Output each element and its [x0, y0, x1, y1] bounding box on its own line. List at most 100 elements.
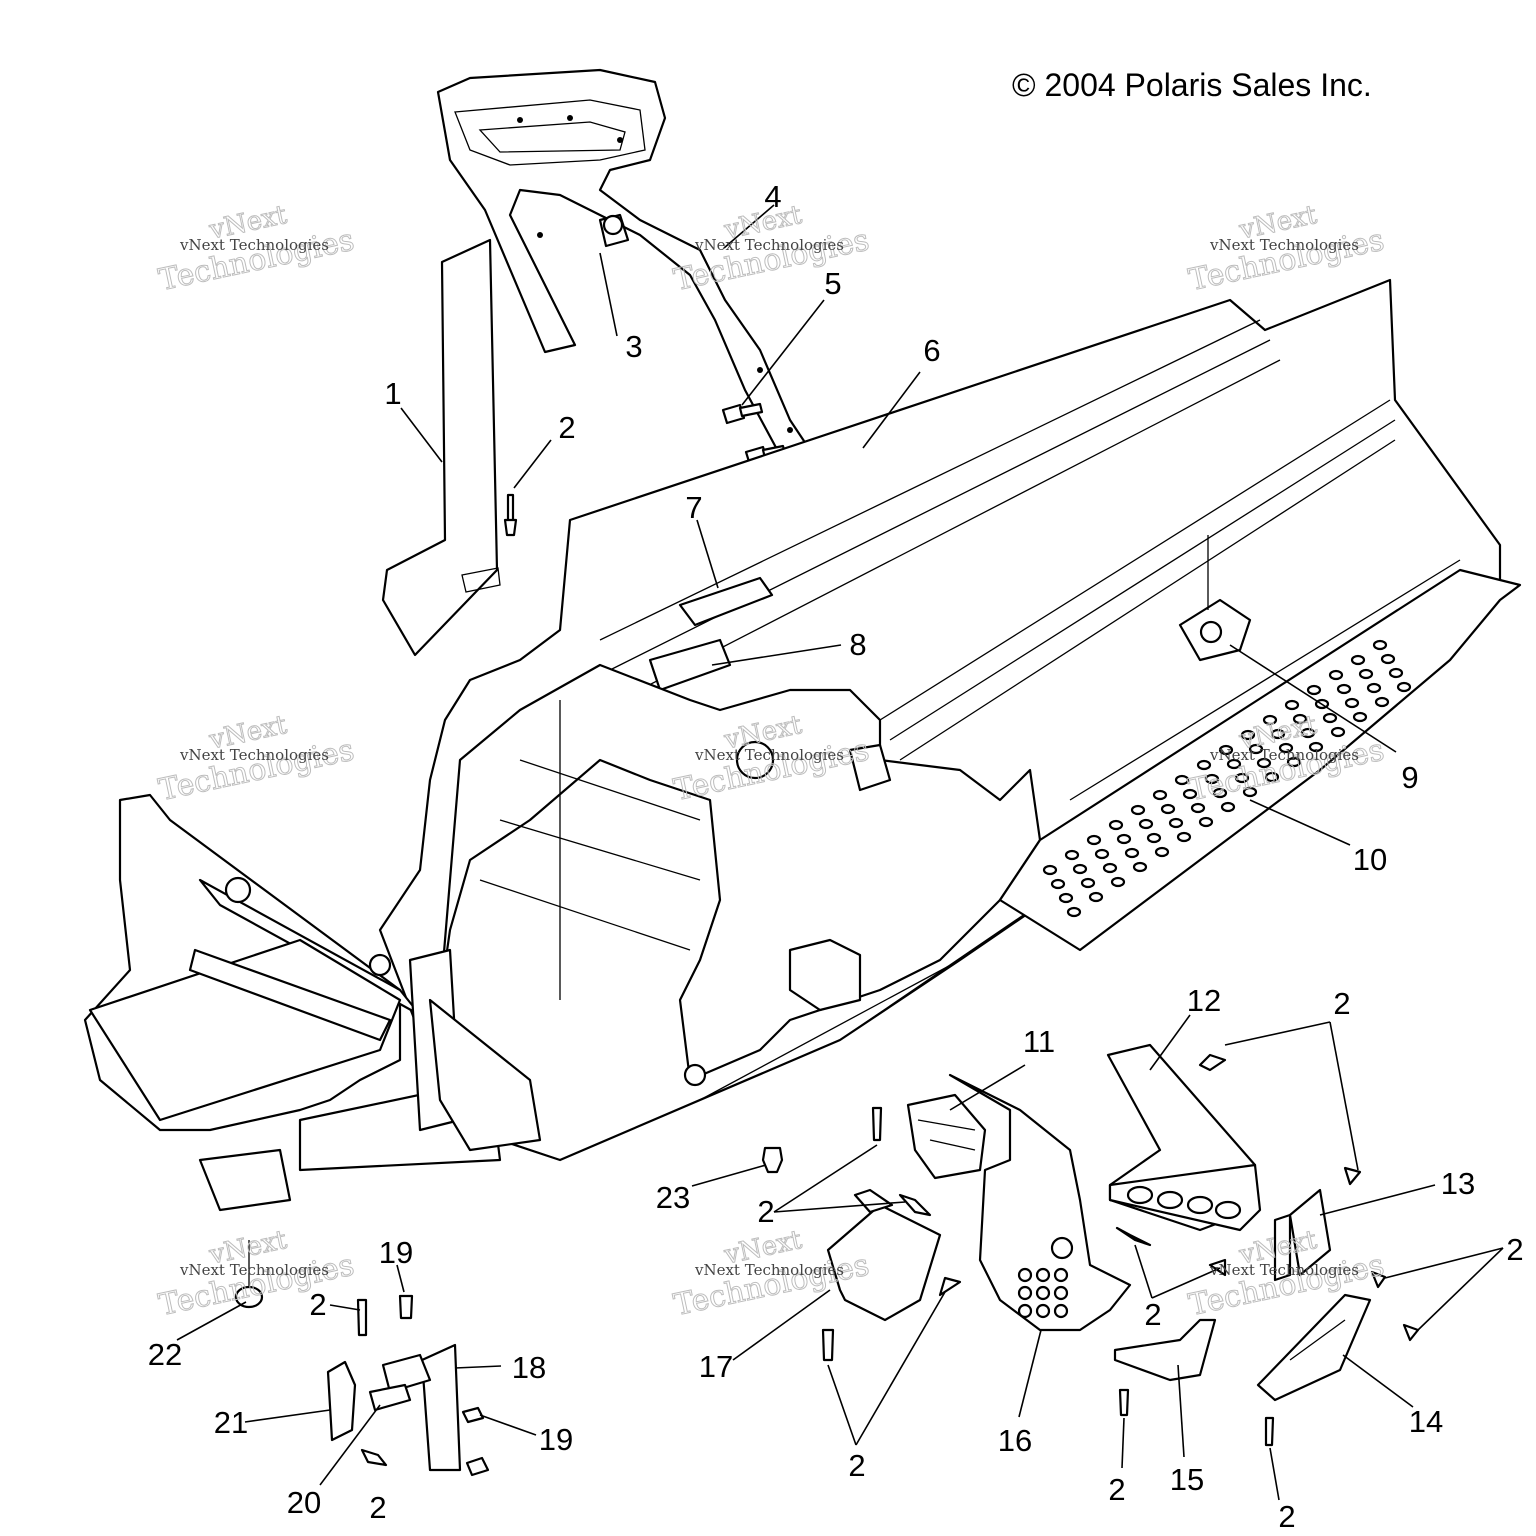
bracket-15 — [1113, 1318, 1217, 1382]
watermark-small: vNext Technologies — [1209, 1261, 1359, 1279]
board-hole — [1132, 861, 1148, 873]
board-hole — [1196, 759, 1212, 771]
bulkhead — [438, 663, 1042, 1087]
watermark-small: vNext Technologies — [694, 746, 844, 764]
watermark-small: vNext Technologies — [179, 236, 329, 254]
board-hole — [1058, 892, 1074, 904]
callout-2b: 2 — [1333, 986, 1350, 1021]
callout-17: 17 — [699, 1349, 733, 1384]
board-hole — [1336, 683, 1352, 695]
front-frame — [83, 793, 542, 1212]
board-hole — [1174, 774, 1190, 786]
board-hole — [1102, 862, 1118, 874]
callout-13: 13 — [1441, 1166, 1475, 1201]
callout-19a: 19 — [379, 1235, 413, 1270]
board-hole — [1308, 741, 1324, 753]
board-hole — [1306, 684, 1322, 696]
screw-2a — [503, 493, 518, 537]
board-hole — [1344, 697, 1360, 709]
callout-16: 16 — [998, 1423, 1032, 1458]
grommet-3 — [598, 213, 630, 248]
board-hole — [1042, 864, 1058, 876]
callout-22: 22 — [148, 1337, 182, 1372]
callout-labels: 1 2 3 4 5 6 7 8 9 10 11 12 13 14 15 16 1… — [148, 179, 1524, 1534]
callout-6: 6 — [923, 333, 940, 368]
callout-2j: 2 — [369, 1490, 386, 1525]
board-hole — [1130, 804, 1146, 816]
callout-10: 10 — [1353, 842, 1387, 877]
board-hole — [1284, 699, 1300, 711]
board-hole — [1286, 756, 1302, 768]
board-hole — [1278, 742, 1294, 754]
bracket-17 — [826, 1188, 942, 1322]
plate-hole — [1017, 1285, 1033, 1301]
board-hole — [1124, 847, 1140, 859]
callout-2d: 2 — [1506, 1232, 1523, 1267]
callout-23: 23 — [656, 1180, 690, 1215]
board-hole — [1198, 816, 1214, 828]
callout-21: 21 — [214, 1405, 248, 1440]
board-hole — [1300, 727, 1316, 739]
board-hole — [1160, 803, 1176, 815]
board-hole — [1176, 831, 1192, 843]
board-hole — [1328, 669, 1344, 681]
board-hole — [1396, 681, 1412, 693]
callout-2e: 2 — [1144, 1297, 1161, 1332]
board-hole — [1240, 729, 1256, 741]
shield-12 — [1106, 1043, 1262, 1232]
callout-8: 8 — [849, 627, 866, 662]
callout-11: 11 — [1023, 1024, 1055, 1059]
callout-18: 18 — [512, 1350, 546, 1385]
board-hole — [1352, 711, 1368, 723]
board-hole — [1330, 726, 1346, 738]
board-hole — [1234, 772, 1250, 784]
board-hole — [1226, 758, 1242, 770]
board-hole — [1366, 682, 1382, 694]
board-hole — [1138, 818, 1154, 830]
board-hole — [1322, 712, 1338, 724]
board-hole — [1086, 834, 1102, 846]
board-hole — [1218, 744, 1234, 756]
watermark-small: vNext Technologies — [694, 1261, 844, 1279]
plate-hole — [1017, 1267, 1033, 1283]
panel-1 — [381, 238, 501, 657]
board-hole — [1064, 849, 1080, 861]
board-hole — [1270, 728, 1286, 740]
plate-hole — [1053, 1267, 1069, 1283]
bracket-13 — [1273, 1188, 1332, 1282]
plate-hole — [1035, 1285, 1051, 1301]
board-hole — [1380, 653, 1396, 665]
board-hole — [1212, 787, 1228, 799]
spacer-20 — [368, 1383, 412, 1412]
board-hole — [1050, 878, 1066, 890]
board-hole — [1154, 846, 1170, 858]
plate-hole — [1035, 1303, 1051, 1319]
callout-2c: 2 — [757, 1194, 774, 1229]
bracket-11 — [906, 1093, 987, 1180]
plate-hole — [1053, 1285, 1069, 1301]
board-hole — [1358, 668, 1374, 680]
board-hole — [1094, 848, 1110, 860]
callout-7: 7 — [685, 490, 702, 525]
board-hole — [1388, 667, 1404, 679]
board-hole — [1372, 639, 1388, 651]
plate-16 — [948, 1073, 1132, 1332]
plate-hole — [1035, 1267, 1051, 1283]
callout-20: 20 — [287, 1485, 321, 1520]
callout-3: 3 — [625, 329, 642, 364]
board-hole — [1182, 788, 1198, 800]
callout-1: 1 — [384, 376, 401, 411]
callout-4: 4 — [764, 179, 781, 214]
board-hole — [1374, 696, 1390, 708]
watermark-small: vNext Technologies — [1209, 746, 1359, 764]
watermark-small: vNext Technologies — [179, 746, 329, 764]
board-hole — [1242, 786, 1258, 798]
board-hole — [1108, 819, 1124, 831]
board-hole — [1088, 891, 1104, 903]
board-hole — [1292, 713, 1308, 725]
